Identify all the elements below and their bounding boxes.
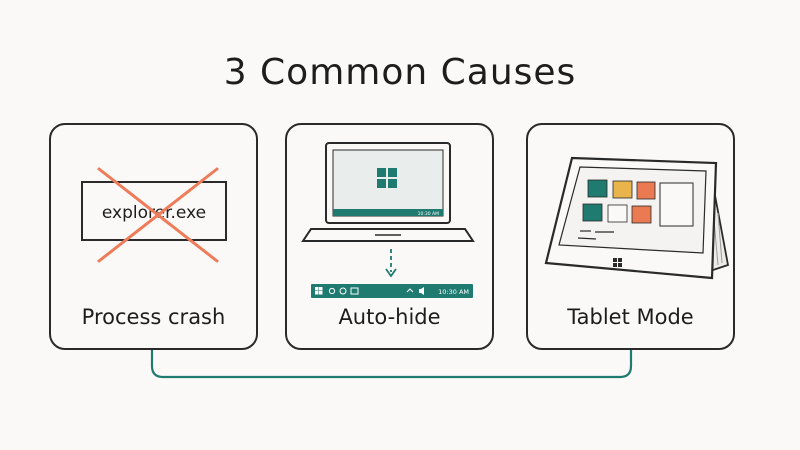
cross-icon: [97, 167, 219, 263]
card-process-crash: explorer.exe Process crash: [49, 123, 258, 350]
tablet-icon: [544, 156, 730, 280]
tablet-mode-illustration: [544, 156, 730, 280]
card-auto-hide: 10:30 AM 10:30 AM Auto-hide: [285, 123, 494, 350]
windows-logo-icon: [377, 168, 397, 188]
taskbar-time: 10:30 AM: [438, 288, 469, 296]
card-tablet-mode: Tablet Mode: [526, 123, 735, 350]
windows-logo-icon: [613, 258, 622, 267]
down-arrow-icon: [385, 249, 397, 278]
laptop-icon: [301, 142, 475, 242]
card-label: Process crash: [81, 305, 226, 329]
taskbar-icon: 10:30 AM: [311, 284, 473, 298]
card-label: Auto-hide: [338, 305, 441, 329]
card-label: Tablet Mode: [567, 305, 694, 329]
laptop-taskbar: 10:30 AM: [333, 209, 443, 217]
auto-hide-illustration: 10:30 AM 10:30 AM: [301, 142, 475, 298]
process-crash-illustration: explorer.exe: [81, 167, 227, 263]
page-title: 3 Common Causes: [223, 52, 577, 93]
laptop-taskbar-time: 10:30 AM: [418, 211, 439, 217]
